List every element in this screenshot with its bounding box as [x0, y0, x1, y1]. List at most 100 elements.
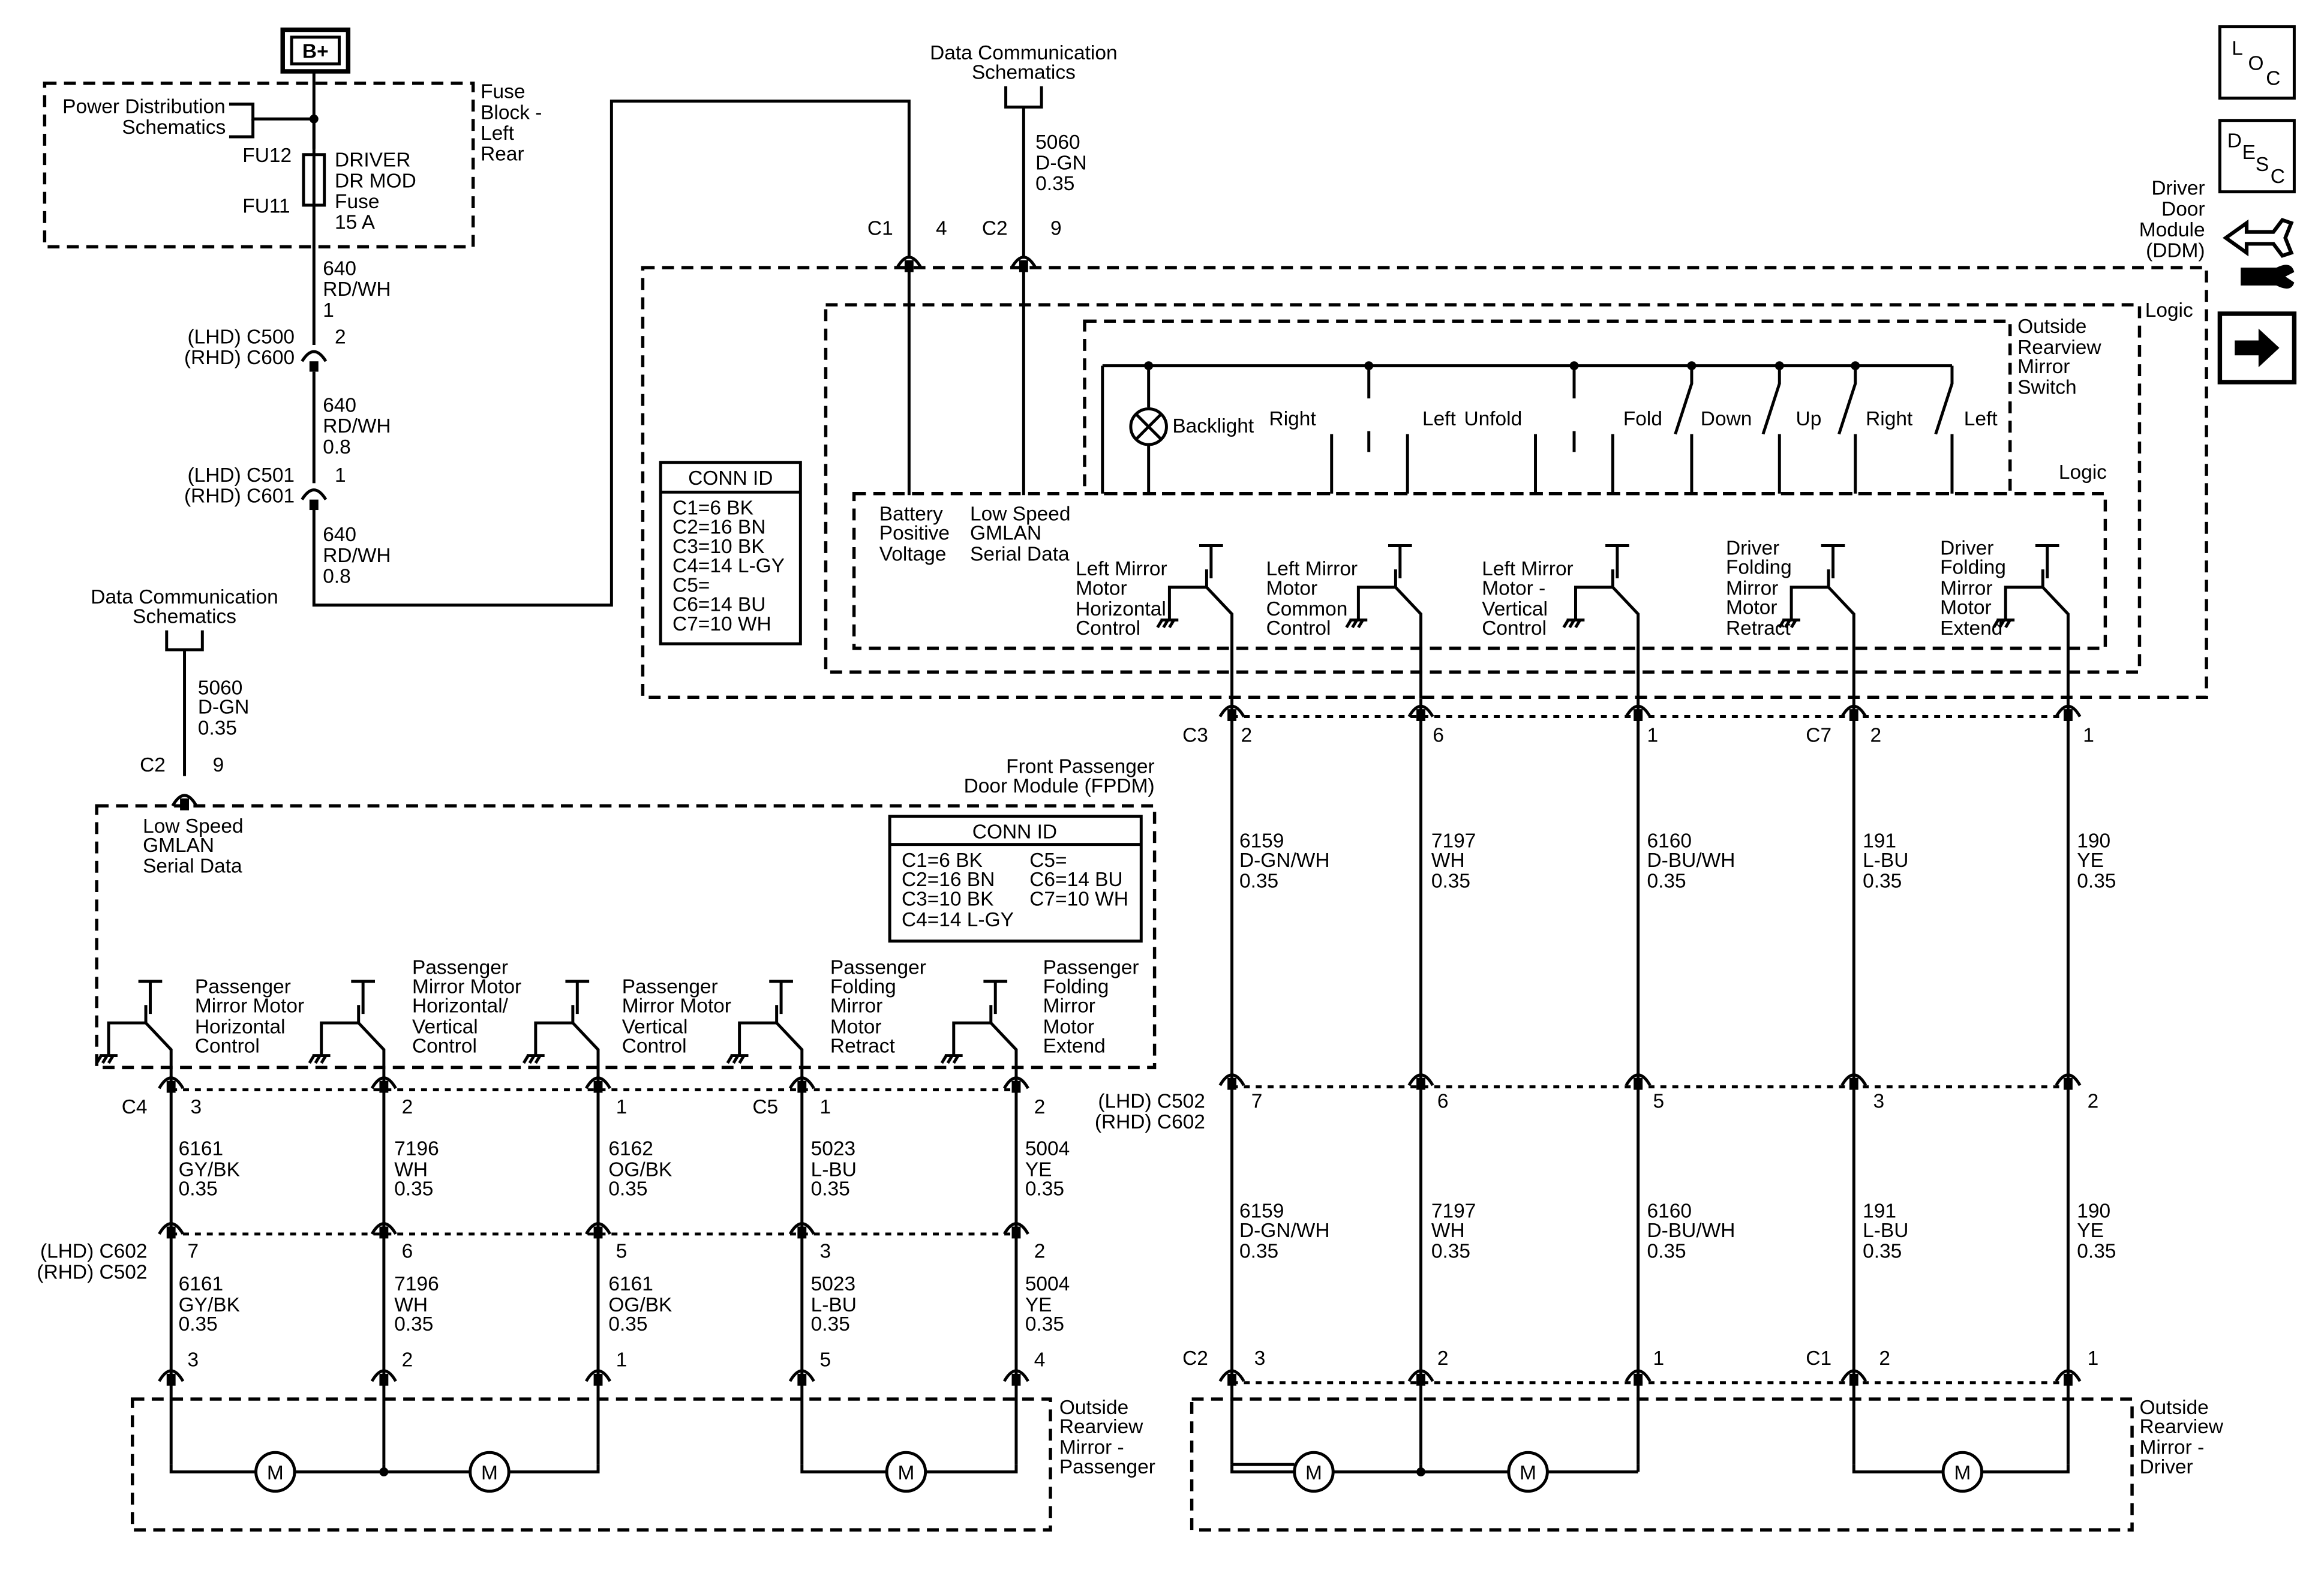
output-label: Horizontal [195, 1016, 286, 1038]
pin-label: 3 [820, 1241, 831, 1263]
output-label: Retract [830, 1035, 896, 1058]
conn-id-row: C1=6 BK [902, 849, 983, 872]
ground-icon [534, 1055, 542, 1064]
ground-icon [732, 1055, 740, 1064]
fuse-block-title-1: Fuse [481, 81, 525, 103]
output-label: Vertical [622, 1016, 688, 1038]
pin-label: 9 [1050, 218, 1062, 240]
switch-contact [1205, 569, 1234, 699]
connector-pin [1840, 704, 1867, 718]
wire-label: 5023 [811, 1138, 855, 1160]
fu12-label: FU12 [242, 145, 292, 167]
wire-label: 5004 [1025, 1138, 1070, 1160]
wire-label: WH [394, 1294, 428, 1316]
connector-pin [585, 1076, 612, 1089]
wire-label: 0.35 [2077, 870, 2116, 893]
pin-label: 7 [1251, 1090, 1263, 1112]
mirror-title: Outside [2139, 1397, 2208, 1419]
pin-label: 6 [1437, 1090, 1449, 1112]
conn-id-row: C4=14 L-GY [672, 555, 785, 577]
wire [509, 1464, 600, 1473]
conn-id-row: C4=14 L-GY [902, 909, 1014, 931]
wire-label: D-BU/WH [1647, 849, 1736, 872]
connector-pin [2055, 704, 2082, 718]
wire-label: 0.35 [1863, 870, 1902, 893]
ground-icon [95, 1055, 103, 1064]
connector-pin [1407, 1369, 1434, 1382]
wire-label: WH [1431, 1220, 1465, 1242]
wire-label: GY/BK [179, 1294, 240, 1316]
wire-label: YE [1025, 1158, 1052, 1181]
wire-label: RD/WH [323, 545, 391, 567]
pin-label: 1 [2088, 1347, 2099, 1370]
splice [379, 1467, 389, 1476]
pin-label: 3 [187, 1349, 199, 1371]
connector-pin [1002, 1222, 1029, 1235]
wire-label: L-BU [811, 1294, 857, 1316]
connector-pin [2055, 1073, 2082, 1086]
switch-ground [1167, 586, 1207, 620]
mirror-title: Rearview [2139, 1416, 2223, 1438]
switch-ground [534, 1021, 573, 1056]
connector-pin [585, 1369, 612, 1382]
switch-label-down: Down [1701, 408, 1752, 430]
wire [169, 1464, 256, 1473]
conn-id-row: C2=16 BN [902, 869, 995, 891]
output-label: Control [1266, 617, 1331, 640]
c2-label: C2 [982, 218, 1008, 240]
loc-icon[interactable]: L O C [2218, 25, 2296, 100]
data-comm-label: Schematics [972, 61, 1076, 83]
connector-pin [1011, 1373, 1021, 1386]
mirror-title: Mirror - [1059, 1437, 1124, 1459]
ddm-title: Module [2139, 219, 2205, 241]
fpdm-title: Front Passenger [1006, 756, 1154, 778]
fuse-desc-2: DR MOD [335, 170, 416, 192]
next-page-icon[interactable] [2217, 311, 2297, 385]
driver-harness: C3 C7 2 6 1 2 1 6159 D-GN/WH 0.35 7197 W… [1095, 698, 2224, 1532]
switch-ground [107, 1021, 146, 1056]
conn-id-row: C6=14 BU [1029, 869, 1122, 891]
loc-letter: L [2232, 38, 2243, 60]
pin-label: 4 [936, 218, 947, 240]
pin-label: 1 [335, 464, 346, 487]
motor-icon [885, 1451, 927, 1493]
wire-label: 0.35 [1863, 1241, 1902, 1263]
power-dist-label-1: Power Distribution [62, 95, 226, 118]
wire-label: OG/BK [608, 1158, 672, 1181]
ground-icon [738, 1055, 746, 1064]
wire-label: RD/WH [323, 415, 391, 437]
motor-label: M [481, 1462, 498, 1484]
driver-door-module: Driver Door Module (DDM) C1 4 C2 9 CONN … [641, 178, 2208, 700]
wire-label: 0.35 [2077, 1241, 2116, 1263]
connector-view-icon[interactable] [2222, 218, 2294, 258]
output-label: Horizontal/ [412, 995, 509, 1017]
desc-icon[interactable]: D E S C [2218, 119, 2296, 194]
front-passenger-door-module: Front Passenger Door Module (FPDM) C2 9 … [95, 754, 1157, 1083]
output-label: Folding [1940, 557, 2006, 579]
connector-pin [1218, 1073, 1245, 1086]
wire-label: 6162 [608, 1138, 653, 1160]
fuse-block-title-4: Rear [481, 143, 524, 166]
mirror-title: Passenger [1059, 1456, 1155, 1478]
wire-label: D-GN [1035, 152, 1087, 175]
wire [925, 1464, 1018, 1473]
ddm-title: (DDM) [2146, 240, 2205, 262]
wrench-icon[interactable] [2241, 265, 2295, 289]
wire-label: 0.35 [1035, 173, 1074, 195]
wire-label: 6159 [1239, 830, 1284, 852]
ground-icon [1992, 619, 1999, 629]
connector-label: C2 [1182, 1347, 1208, 1370]
ground-icon [314, 1055, 322, 1064]
output-label: Motor [830, 1016, 882, 1038]
output-label: Motor - [1482, 577, 1545, 599]
wire-label: 190 [2077, 1200, 2110, 1223]
wire-label: GY/BK [179, 1158, 240, 1181]
connector-pin [1002, 1369, 1029, 1382]
pin-label: 2 [402, 1349, 413, 1371]
pin-label: 2 [1870, 725, 1882, 747]
connector-label: C1 [1806, 1347, 1831, 1370]
data-comm-label: Schematics [133, 605, 236, 628]
ground-icon [726, 1055, 734, 1064]
switch-ground [952, 1021, 991, 1056]
